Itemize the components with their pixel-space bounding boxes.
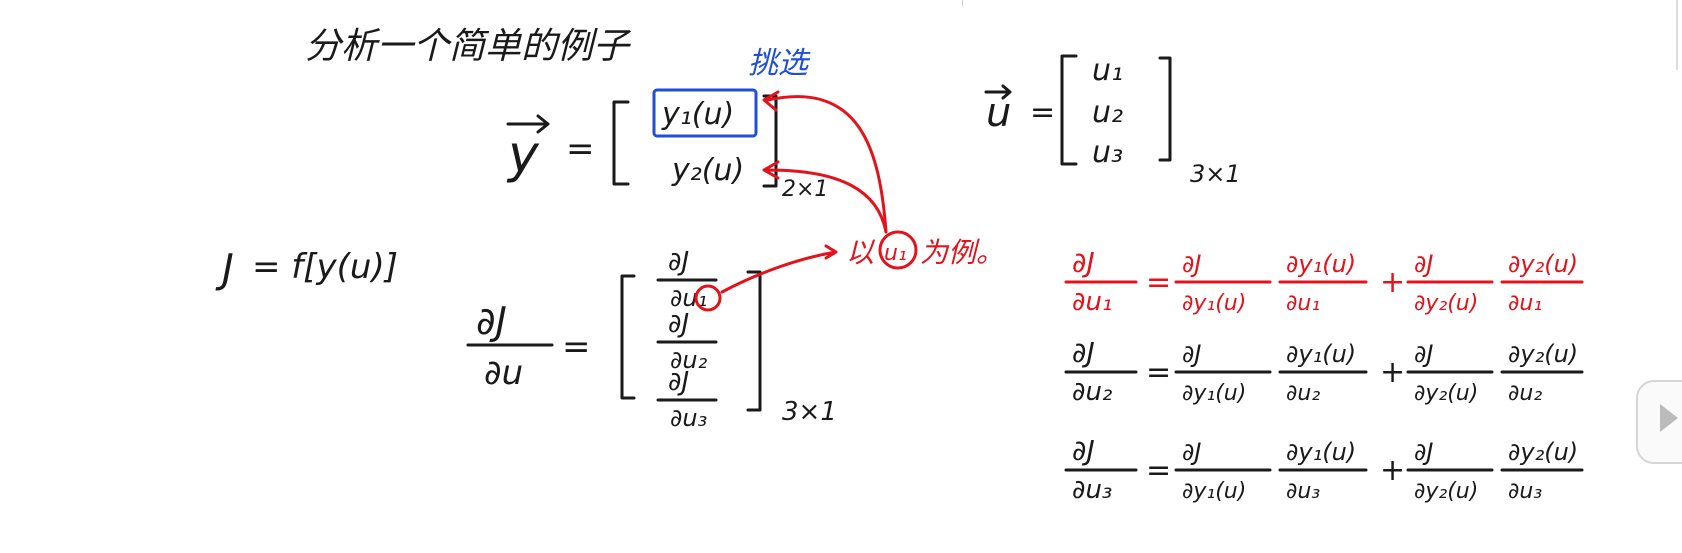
chain-row-3-lhs-den: ∂u₃: [1072, 475, 1112, 505]
ruler-tick: [962, 0, 963, 6]
gradient-dim: 3×1: [782, 397, 837, 427]
gradient-entry-2-num: ∂J: [668, 309, 689, 339]
vector-y-entry-1: y₁(u): [661, 97, 734, 132]
objective-rhs: = f[y(u)]: [252, 247, 398, 287]
chain-row-2-t3-num: ∂J: [1414, 340, 1434, 368]
chain-row-2-plus: +: [1380, 355, 1405, 390]
chain-row-3-t3-num: ∂J: [1414, 438, 1434, 466]
chain-row-2-lhs-den: ∂u₂: [1072, 377, 1112, 407]
chain-row-2-t1-den: ∂y₁(u): [1182, 381, 1246, 406]
chain-row-2-t4-num: ∂y₂(u): [1508, 340, 1578, 368]
gradient-entry-1-num: ∂J: [668, 247, 689, 277]
vector-arrow-icon: [984, 84, 1012, 100]
arrow-to-y1: [762, 90, 888, 234]
chain-row-1-t4-num: ∂y₂(u): [1508, 250, 1578, 278]
chain-rule-equations: ∂J ∂u₁ = ∂J ∂y₁(u) ∂y₁(u) ∂u₁ + ∂J ∂y₂(u) ∂y₂(u) ∂u…: [1064, 246, 1584, 505]
gradient-equals: =: [562, 327, 591, 367]
bracket-left-u: [1060, 54, 1078, 166]
annotation-arrows: 以 u₁ 为例。: [720, 90, 1004, 294]
chain-row-1-t1-num: ∂J: [1182, 250, 1202, 278]
chain-row-1-plus: +: [1380, 265, 1405, 300]
bracket-right-u: [1158, 56, 1172, 162]
title-text: 分析一个简单的例子: [305, 26, 632, 67]
chain-row-1-t3-num: ∂J: [1414, 250, 1434, 278]
gradient-entry-3-den: ∂u₃: [670, 404, 707, 432]
example-annotation-circled: u₁: [884, 241, 907, 266]
chain-row-1-lhs-num: ∂J: [1072, 246, 1095, 279]
chain-row-1-t1-den: ∂y₁(u): [1182, 291, 1246, 316]
chain-row-3-lhs-num: ∂J: [1072, 434, 1095, 467]
vector-u-lhs: u: [986, 90, 1011, 136]
vector-y-equals: =: [566, 129, 595, 169]
chain-row-3-t4-num: ∂y₂(u): [1508, 438, 1578, 466]
chain-row-1-t2-den: ∂u₁: [1286, 291, 1320, 316]
arrow-to-y2: [762, 160, 888, 234]
window-edge: [1676, 0, 1678, 70]
vector-u-block: u = u₁ u₂ u₃ 3×1: [984, 53, 1241, 188]
gradient-lhs-num: ∂J: [476, 299, 507, 343]
chain-row-2-t4-den: ∂u₂: [1508, 381, 1542, 406]
vector-arrow-icon: [506, 114, 550, 134]
example-circle: [878, 230, 918, 270]
selected-entry-box: [652, 88, 758, 138]
vector-y-dim: 2×1: [782, 177, 828, 202]
gradient-lhs-den: ∂u: [484, 353, 523, 393]
chain-row-3-t4-den: ∂u₃: [1508, 479, 1542, 504]
highlight-circle: [694, 284, 722, 312]
vector-u-entry-3: u₃: [1092, 135, 1123, 170]
vector-y-block: y = y₁(u) y₂(u) 2×1: [506, 88, 828, 202]
bracket-left-grad: [620, 274, 636, 400]
chain-row-2-equals: =: [1146, 355, 1171, 390]
vector-u-equals: =: [1030, 95, 1055, 130]
chain-row-2-t2-num: ∂y₁(u): [1286, 340, 1356, 368]
arrow-to-gradient-entry: [720, 244, 838, 294]
bracket-left-y: [612, 100, 630, 186]
gradient-entry-2-den: ∂u₂: [670, 346, 708, 374]
objective-lhs: J: [215, 246, 234, 292]
chain-row-3-equals: =: [1146, 453, 1171, 488]
vector-u-dim: 3×1: [1190, 160, 1241, 188]
chain-row-3-t3-den: ∂y₂(u): [1414, 479, 1478, 504]
chain-row-1-lhs-den: ∂u₁: [1072, 287, 1112, 317]
play-icon[interactable]: [1660, 404, 1678, 432]
chain-row-3-t2-num: ∂y₁(u): [1286, 438, 1356, 466]
chain-row-2-t3-den: ∂y₂(u): [1414, 381, 1478, 406]
chain-row-3-plus: +: [1380, 453, 1405, 488]
chain-row-1-t4-den: ∂u₁: [1508, 291, 1542, 316]
vector-u-entry-2: u₂: [1092, 95, 1123, 130]
side-panel-handle[interactable]: [1636, 380, 1682, 464]
chain-row-2-t2-den: ∂u₂: [1286, 381, 1320, 406]
chain-row-1-equals: =: [1146, 265, 1171, 300]
gradient-block: ∂J ∂u = ∂J ∂u₁ ∂J ∂u₂ ∂J ∂u₃ 3×1: [466, 247, 837, 432]
chain-row-2-t1-num: ∂J: [1182, 340, 1202, 368]
select-annotation: 挑选: [748, 46, 811, 81]
chain-row-1-t3-den: ∂y₂(u): [1414, 291, 1478, 316]
gradient-entry-3-num: ∂J: [668, 367, 689, 397]
chain-row-2-lhs-num: ∂J: [1072, 336, 1095, 369]
chain-row-1-t2-num: ∂y₁(u): [1286, 250, 1356, 278]
vector-y-entry-2: y₂(u): [671, 153, 744, 188]
chain-row-3-t1-num: ∂J: [1182, 438, 1202, 466]
objective-block: J = f[y(u)]: [215, 246, 398, 292]
example-annotation-prefix: 以: [846, 236, 876, 269]
example-annotation-tail: 为例。: [920, 236, 1004, 269]
vector-u-entry-1: u₁: [1092, 53, 1123, 88]
vector-y-lhs: y: [506, 125, 540, 185]
chain-row-3-t1-den: ∂y₁(u): [1182, 479, 1246, 504]
chain-row-3-t2-den: ∂u₃: [1286, 479, 1320, 504]
bracket-right-grad: [746, 270, 762, 412]
